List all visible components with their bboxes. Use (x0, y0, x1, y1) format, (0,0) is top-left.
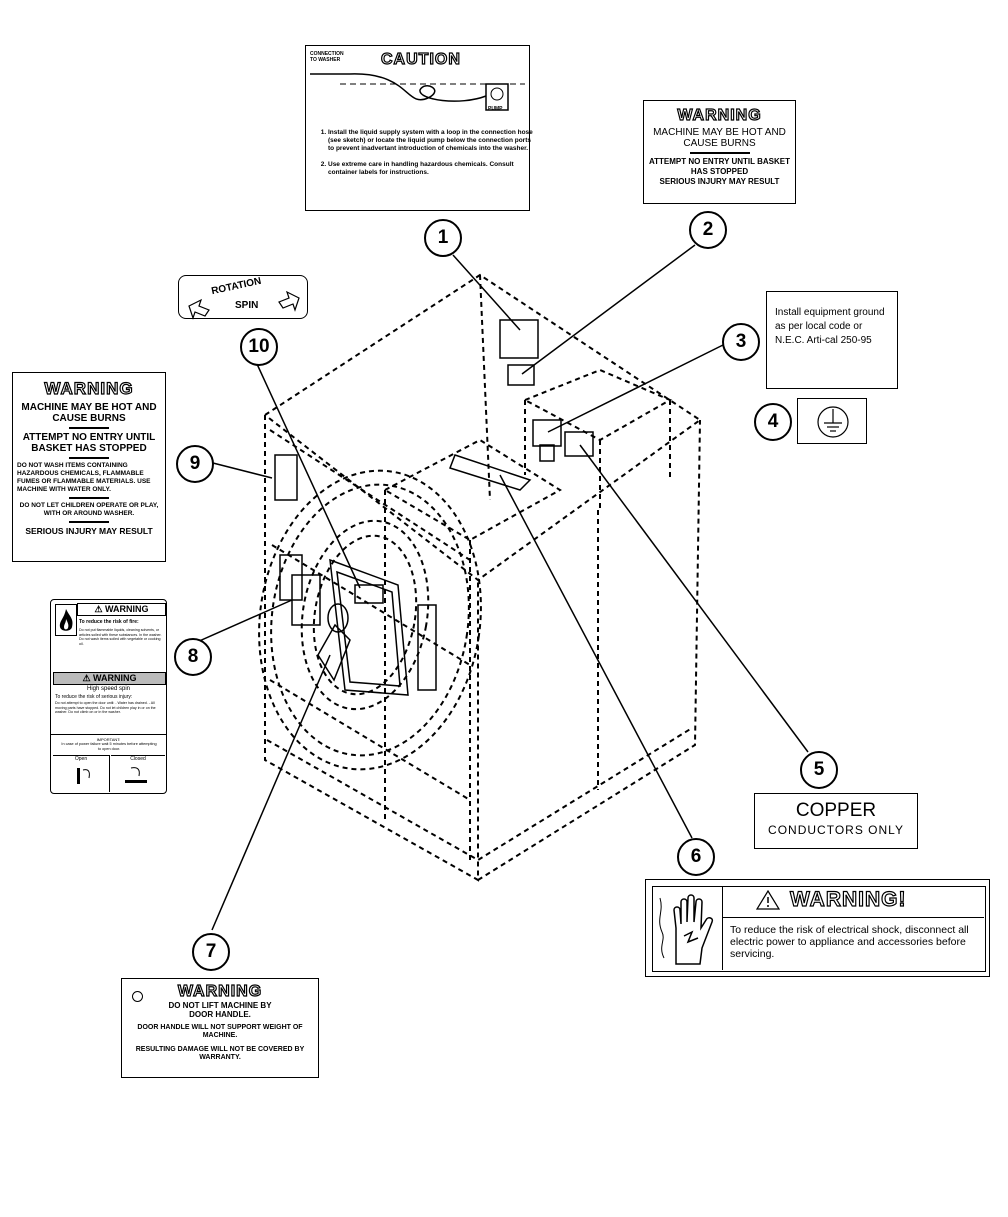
warning-9-label: WARNING MACHINE MAY BE HOT AND CAUSE BUR… (12, 372, 166, 562)
pump-label: PUMP (488, 106, 503, 112)
copper-line1: COPPER (795, 800, 877, 821)
callout-4: 4 (754, 403, 792, 441)
warning-8-label: ⚠ WARNING To reduce the risk of fire: Do… (50, 599, 167, 794)
sketch-connection-label: CONNECTION TO WASHER (310, 51, 344, 63)
copper-line2: CONDUCTORS ONLY (768, 823, 904, 837)
spin-word: SPIN (235, 300, 259, 311)
callout-3: 3 (722, 323, 760, 361)
warning-hot-label: WARNING MACHINE MAY BE HOT AND CAUSE BUR… (643, 100, 796, 204)
caution-header: CAUTION (380, 50, 461, 68)
door-closed-panel: Closed (111, 755, 165, 792)
spin-sub: To reduce the risk of serious injury: (55, 694, 133, 700)
open-handle-icon (77, 768, 90, 784)
open-label: Open (74, 756, 88, 762)
callout-5: 5 (800, 751, 838, 789)
warning-7-line3: RESULTING DAMAGE WILL NOT BE COVERED BY … (135, 1046, 305, 1061)
caution-item-1: Install the liquid supply system with a … (328, 129, 536, 153)
fire-text: Do not put flammable liquids, cleaning s… (79, 628, 162, 646)
warning-hot-header: WARNING (677, 106, 762, 124)
shock-warning-text: To reduce the risk of electrical shock, … (730, 924, 969, 960)
caution-item-2: Use extreme care in handling hazardous c… (328, 161, 536, 177)
warning-9-header: WARNING (44, 378, 134, 398)
warning-9-line3: DO NOT WASH ITEMS CONTAINING HAZARDOUS C… (17, 462, 151, 493)
callout-7: 7 (192, 933, 230, 971)
callout-8: 8 (174, 638, 212, 676)
machine-parts (274, 319, 594, 696)
ground-text-label: Install equipment ground as per local co… (766, 291, 898, 389)
caution-triangle-icon (755, 889, 781, 915)
closed-label: Closed (130, 756, 146, 762)
caution-label: CONNECTION TO WASHER CAUTION PUMP Instal… (305, 45, 533, 211)
machine-outline (258, 273, 702, 882)
closed-handle-icon (125, 767, 147, 783)
warning-hot-line1: MACHINE MAY BE HOT AND CAUSE BURNS (653, 127, 786, 149)
warning-9-line1: MACHINE MAY BE HOT AND CAUSE BURNS (21, 402, 157, 424)
warning-7-label: WARNING DO NOT LIFT MACHINE BY DOOR HAND… (121, 978, 319, 1078)
rotation-arrows-icon (188, 290, 300, 320)
shock-warning-label: WARNING! To reduce the risk of electrica… (645, 879, 990, 977)
leader-lines (196, 244, 809, 931)
shock-warning-header: WARNING! (789, 887, 907, 911)
callout-6: 6 (677, 838, 715, 876)
ground-symbol-icon (817, 406, 849, 438)
hand-shock-icon (659, 894, 714, 965)
fire-title: To reduce the risk of fire: (79, 619, 139, 625)
warning-9-line4: DO NOT LET CHILDREN OPERATE OR PLAY, WIT… (19, 502, 159, 517)
mounting-hole-icon (132, 991, 143, 1002)
callout-1: 1 (424, 219, 462, 257)
important-text: In case of power failure wait 5 minutes … (61, 742, 157, 751)
important-label: IMPORTANT: (51, 734, 166, 742)
hose-loop-sketch (310, 73, 525, 111)
callout-9: 9 (176, 445, 214, 483)
spin-text: Do not attempt to open the door until: -… (55, 701, 156, 715)
warning-8-header1: ⚠ WARNING (77, 603, 166, 616)
warning-7-line2: DOOR HANDLE WILL NOT SUPPORT WEIGHT OF M… (137, 1024, 303, 1039)
warning-hot-line2: ATTEMPT NO ENTRY UNTIL BASKET HAS STOPPE… (648, 157, 791, 176)
rotation-label: ROTATION SPIN (178, 275, 308, 320)
warning-hot-line3: SERIOUS INJURY MAY RESULT (659, 177, 780, 186)
copper-label: COPPER CONDUCTORS ONLY (754, 793, 918, 849)
ground-symbol-label (797, 398, 867, 444)
warning-9-line2: ATTEMPT NO ENTRY UNTIL BASKET HAS STOPPE… (22, 432, 156, 454)
spin-title: High speed spin (86, 686, 131, 692)
warning-8-header2: ⚠ WARNING (53, 672, 166, 685)
ground-text: Install equipment ground as per local co… (775, 307, 885, 346)
warning-7-line1: DO NOT LIFT MACHINE BY DOOR HANDLE. (168, 1001, 272, 1019)
warning-9-line5: SERIOUS INJURY MAY RESULT (25, 526, 153, 536)
callout-2: 2 (689, 211, 727, 249)
warning-7-header: WARNING (177, 982, 263, 1000)
door-open-panel: Open (53, 755, 110, 792)
callout-10: 10 (240, 328, 278, 366)
fire-icon (55, 604, 77, 636)
